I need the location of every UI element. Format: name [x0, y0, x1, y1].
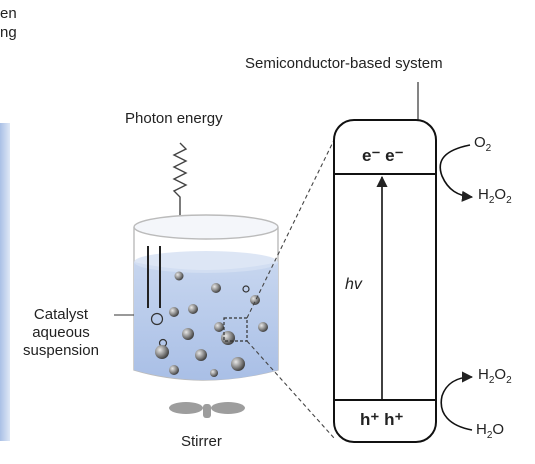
h2o2-top-sub1: 2 [488, 195, 495, 206]
beaker [133, 214, 279, 381]
h2o-label: H2O [476, 421, 504, 441]
conduction-band-label: e⁻ e⁻ [362, 146, 404, 165]
corner-text: en ng [0, 4, 17, 42]
h2o-a: H [476, 421, 487, 438]
reduction-arrow [439, 144, 474, 202]
left-panel [0, 123, 10, 441]
zoom-line-top [246, 139, 335, 319]
photon-wave [172, 142, 188, 228]
zoom-line-bottom [246, 340, 335, 439]
h2o-b: O [492, 421, 505, 438]
catalyst-line3: suspension [23, 342, 99, 359]
valence-band-label: h⁺ h⁺ [360, 410, 404, 429]
corner-text-line1: en [0, 5, 17, 22]
photon-energy-label: Photon energy [125, 110, 223, 127]
liquid [134, 262, 278, 380]
o2-label: O2 [474, 134, 491, 154]
h2o2-top-b: O [494, 186, 507, 203]
o2-sub: 2 [485, 143, 492, 154]
h2o2-bottom-label: H2O2 [478, 366, 512, 386]
semiconductor-box [333, 119, 437, 443]
h2o2-top-label: H2O2 [478, 186, 512, 206]
h2o2-bottom-sub1: 2 [488, 375, 495, 386]
o2-base: O [474, 134, 486, 151]
stirrer-label: Stirrer [181, 433, 222, 450]
h2o2-bottom-a: H [478, 366, 489, 383]
catalyst-line2: aqueous [32, 324, 90, 341]
oxidation-arrow [440, 371, 474, 431]
stirrer [169, 402, 245, 418]
catalyst-label: Catalyst aqueous suspension [6, 306, 116, 360]
h2o2-top-sub2: 2 [506, 195, 512, 206]
h2o2-bottom-b: O [494, 366, 507, 383]
catalyst-line1: Catalyst [33, 306, 89, 323]
h2o2-top-a: H [478, 186, 489, 203]
h2o-sub1: 2 [486, 430, 493, 441]
hv-label: hv [345, 276, 362, 293]
system-label: Semiconductor-based system [245, 55, 443, 72]
h2o2-bottom-sub2: 2 [506, 375, 512, 386]
corner-text-line2: ng [0, 24, 17, 41]
zoom-square [223, 317, 248, 342]
